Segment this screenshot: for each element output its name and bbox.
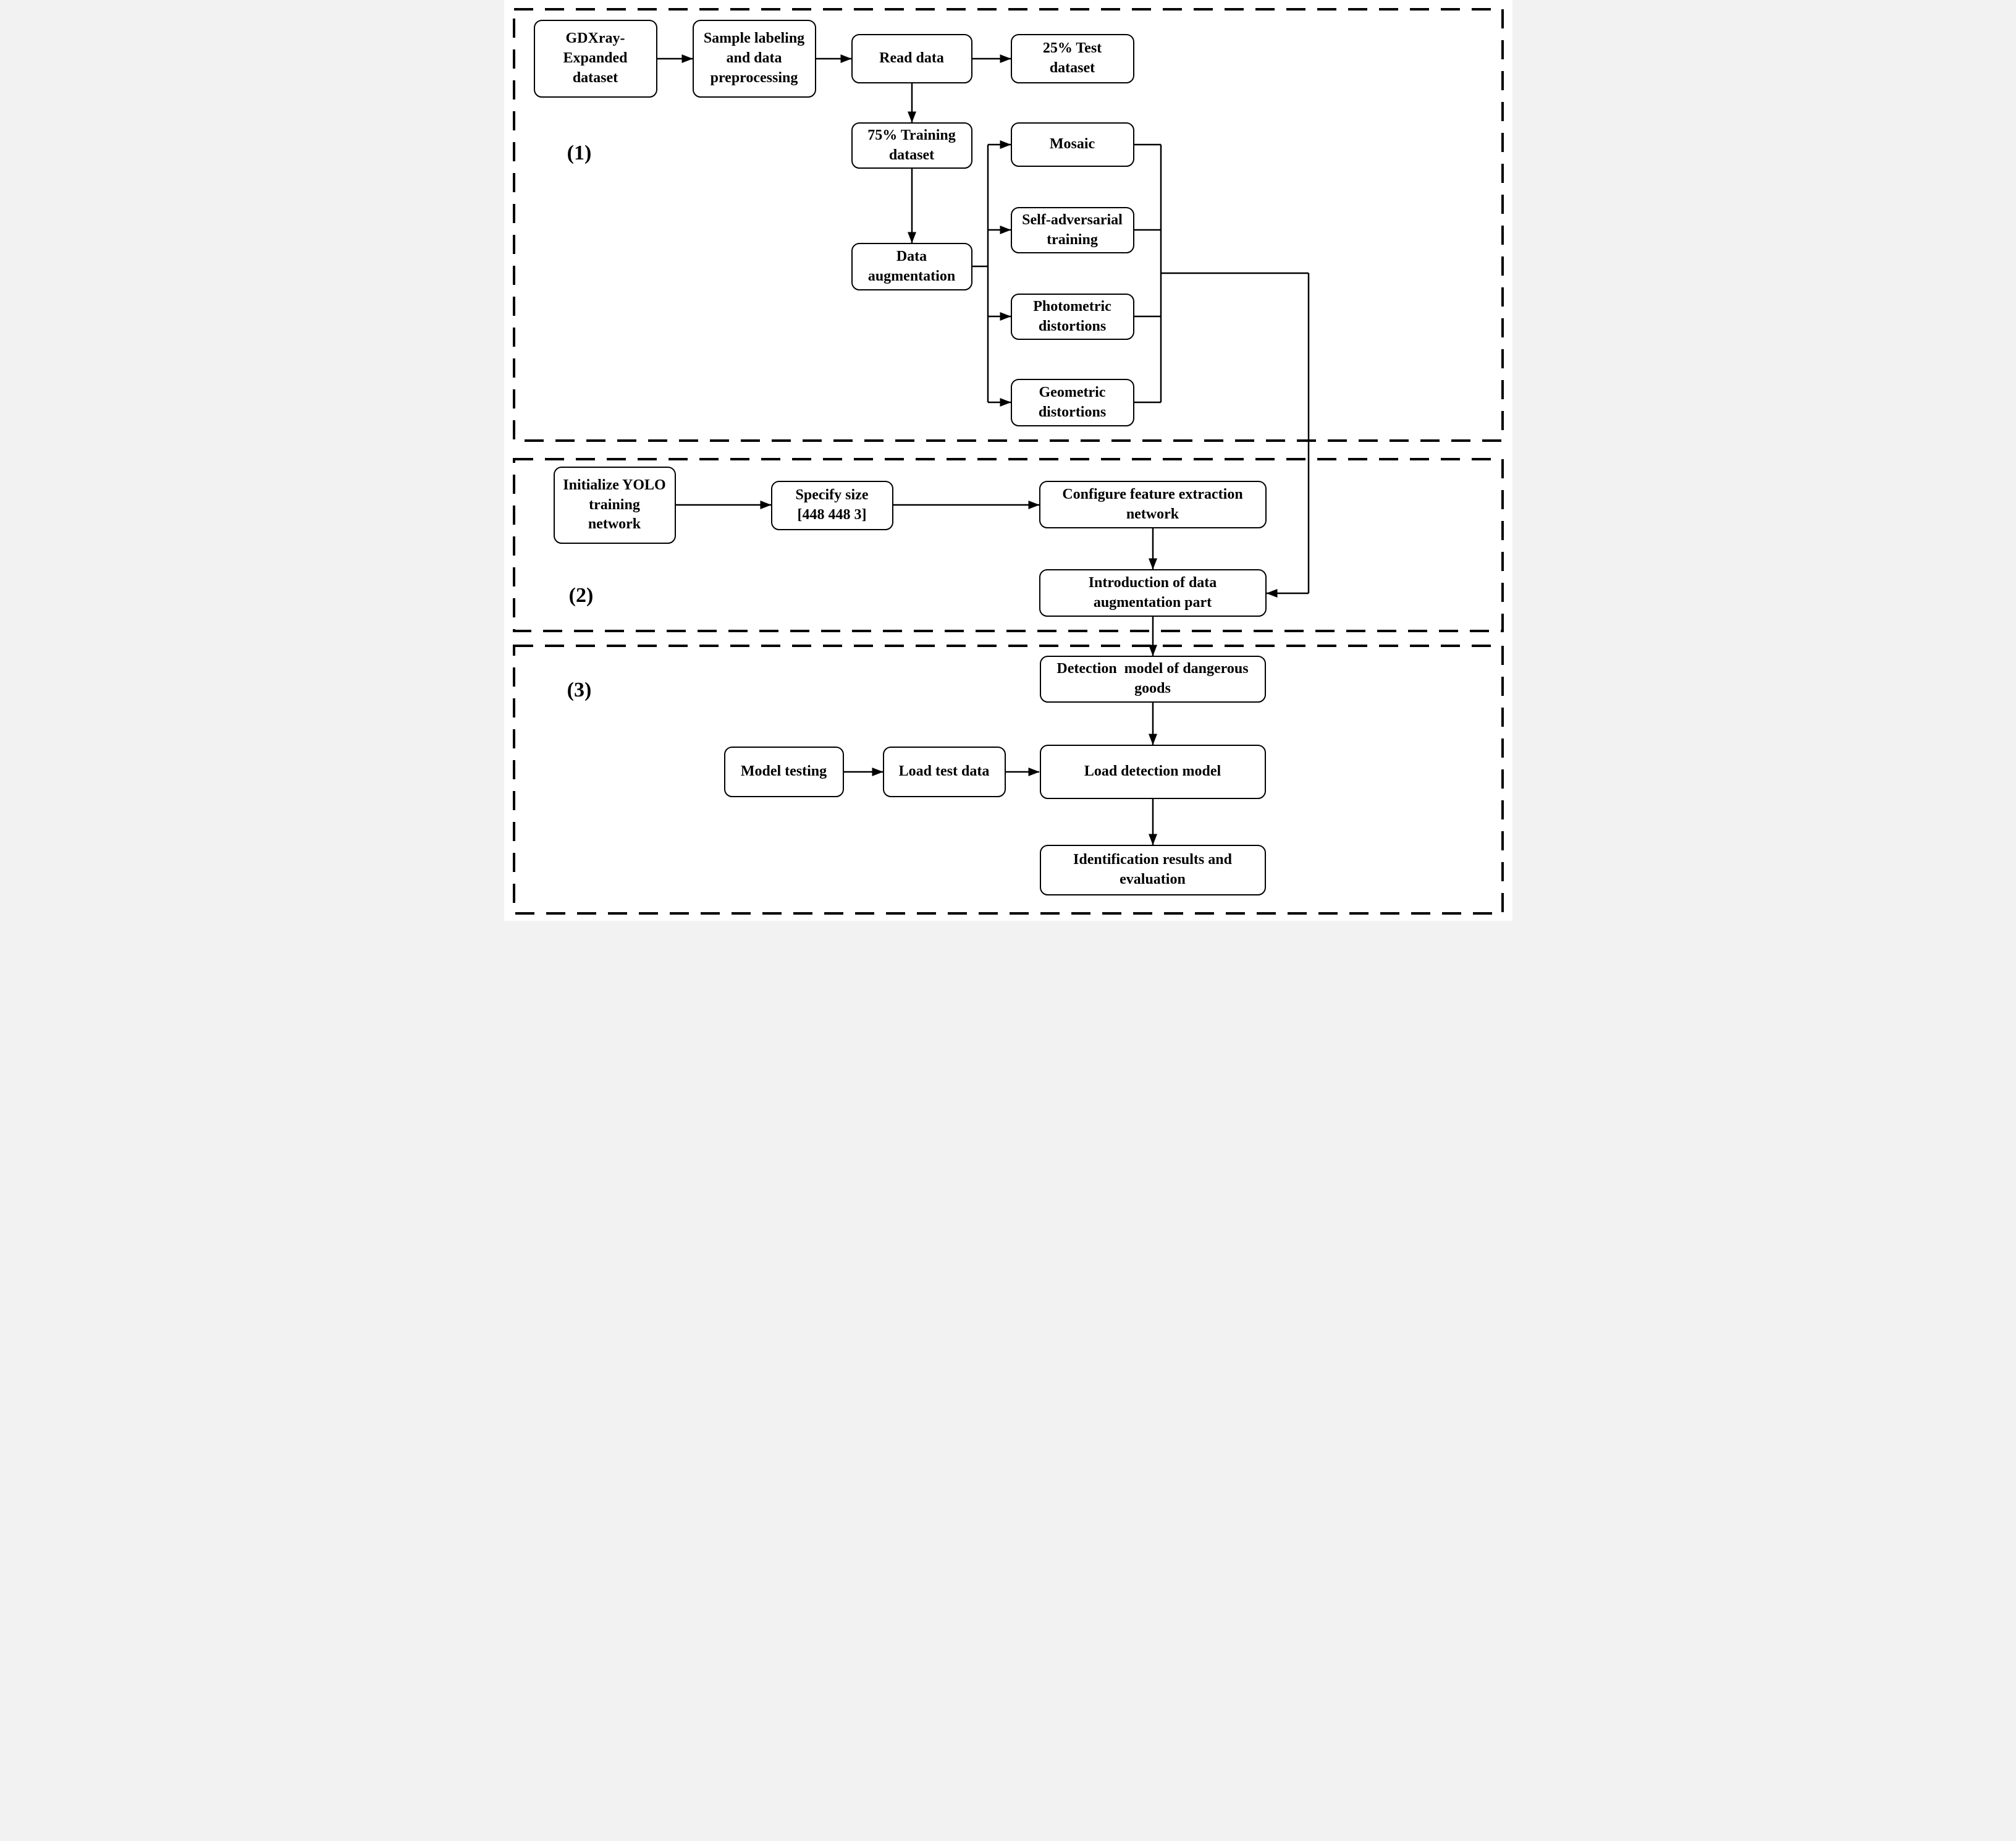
node-identification-results-evaluation: Identification results and evaluation — [1039, 845, 1266, 895]
collector-augmentation-outputs — [1134, 143, 1309, 598]
node-specify-size: Specify size [448 448 3] — [770, 481, 893, 530]
node-read-data: Read data — [851, 34, 972, 83]
node-configure-feature-extraction: Configure feature extraction network — [1039, 481, 1267, 528]
node-test-dataset: 25% Test dataset — [1010, 34, 1134, 83]
flowchart: (1) (2) (3) GDXray- Expanded dataset Sam… — [504, 0, 1512, 921]
section-2-label: (2) — [568, 584, 594, 607]
node-training-dataset: 75% Training dataset — [851, 122, 972, 169]
section-2-border — [512, 458, 1504, 632]
node-geometric-distortions: Geometric distortions — [1010, 379, 1134, 426]
node-photometric-distortions: Photometric distortions — [1010, 294, 1134, 340]
section-1-label: (1) — [567, 142, 592, 164]
node-gdxray-expanded-dataset: GDXray- Expanded dataset — [533, 20, 657, 98]
node-mosaic: Mosaic — [1010, 122, 1134, 167]
node-data-augmentation: Data augmentation — [851, 243, 972, 290]
node-introduction-data-augmentation: Introduction of data augmentation part — [1039, 569, 1267, 617]
node-self-adversarial-training: Self-adversarial training — [1010, 207, 1134, 253]
section-3-border — [512, 645, 1504, 915]
connector-layer — [512, 8, 1504, 915]
node-initialize-yolo-network: Initialize YOLO training network — [553, 467, 676, 544]
section-3-label: (3) — [567, 679, 592, 701]
node-detection-model-dangerous-goods: Detection model of dangerous goods — [1039, 656, 1266, 703]
node-sample-labeling-preprocessing: Sample labeling and data preprocessing — [692, 20, 816, 98]
node-load-test-data: Load test data — [882, 747, 1006, 797]
branch-data-augmentation — [972, 140, 1011, 407]
node-load-detection-model: Load detection model — [1039, 745, 1266, 799]
node-model-testing: Model testing — [723, 747, 844, 797]
section-1-border — [512, 8, 1504, 442]
